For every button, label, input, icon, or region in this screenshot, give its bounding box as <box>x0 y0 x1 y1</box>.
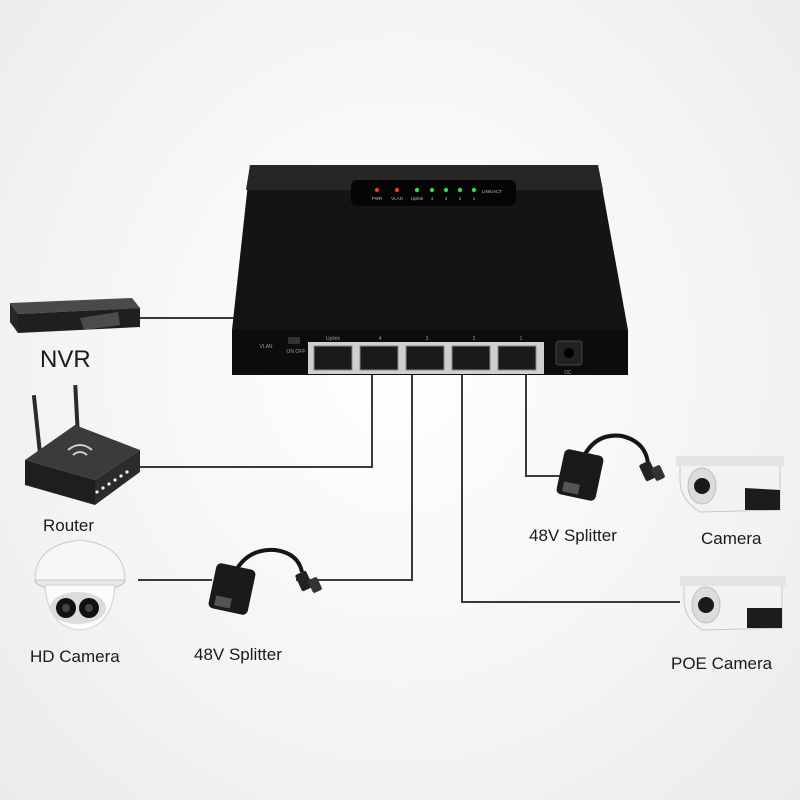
led-port-1 <box>471 187 477 193</box>
port-label-2: 2 <box>473 336 476 342</box>
led-label-vlan: VLAN <box>391 196 403 201</box>
port-uplink <box>313 345 353 371</box>
rj45-ports <box>313 345 537 371</box>
led-title: LINK/ACT <box>482 189 503 194</box>
port-3 <box>405 345 445 371</box>
led-uplink <box>414 187 420 193</box>
splitter-right-device <box>556 433 665 501</box>
led-label-1: 1 <box>473 196 476 201</box>
camera-device <box>676 456 784 513</box>
led-label-3: 3 <box>445 196 448 201</box>
leds <box>374 187 477 193</box>
led-label-4: 4 <box>431 196 434 201</box>
hd-camera-device <box>34 539 126 631</box>
led-label-uplink: Uplink <box>411 196 424 201</box>
front-vlan-label: VLAN <box>259 344 272 350</box>
cable-router <box>140 367 373 468</box>
led-port-3 <box>443 187 449 193</box>
cable-poe-camera <box>461 367 680 603</box>
led-label-pwr: PWR <box>372 196 383 201</box>
port-label-4: 4 <box>379 336 382 342</box>
nvr-device <box>10 298 140 333</box>
port-label-1: 1 <box>520 336 523 342</box>
led-port-2 <box>457 187 463 193</box>
port-4 <box>359 345 399 371</box>
router-device <box>25 384 140 505</box>
poe-camera-device <box>680 576 786 631</box>
led-pwr <box>374 187 380 193</box>
led-port-4 <box>429 187 435 193</box>
hd-camera-label: HD Camera <box>30 647 120 666</box>
router-label: Router <box>43 516 95 535</box>
port-label-uplink: Uplink <box>326 336 340 342</box>
poe-switch: PWR VLAN Uplink 4 3 2 1 LINK/ACT VLAN ON… <box>232 165 628 376</box>
poe-camera-label: POE Camera <box>671 654 773 673</box>
vlan-switch <box>288 337 300 344</box>
front-dc-label: DC <box>564 370 572 376</box>
led-label-2: 2 <box>459 196 462 201</box>
nvr-label: NVR <box>40 346 91 373</box>
splitter-left-device <box>208 547 322 615</box>
port-1 <box>497 345 537 371</box>
port-label-3: 3 <box>426 336 429 342</box>
splitter-right-label: 48V Splitter <box>529 526 617 545</box>
front-onoff-label: ON OFF <box>287 349 306 355</box>
cable-hd-camera <box>296 367 413 581</box>
switch-top <box>232 165 628 330</box>
led-vlan <box>394 187 400 193</box>
port-2 <box>451 345 491 371</box>
cables <box>138 317 680 603</box>
led-panel <box>351 180 516 206</box>
camera-label: Camera <box>701 529 762 548</box>
splitter-left-label: 48V Splitter <box>194 645 282 664</box>
cable-camera <box>525 367 560 477</box>
